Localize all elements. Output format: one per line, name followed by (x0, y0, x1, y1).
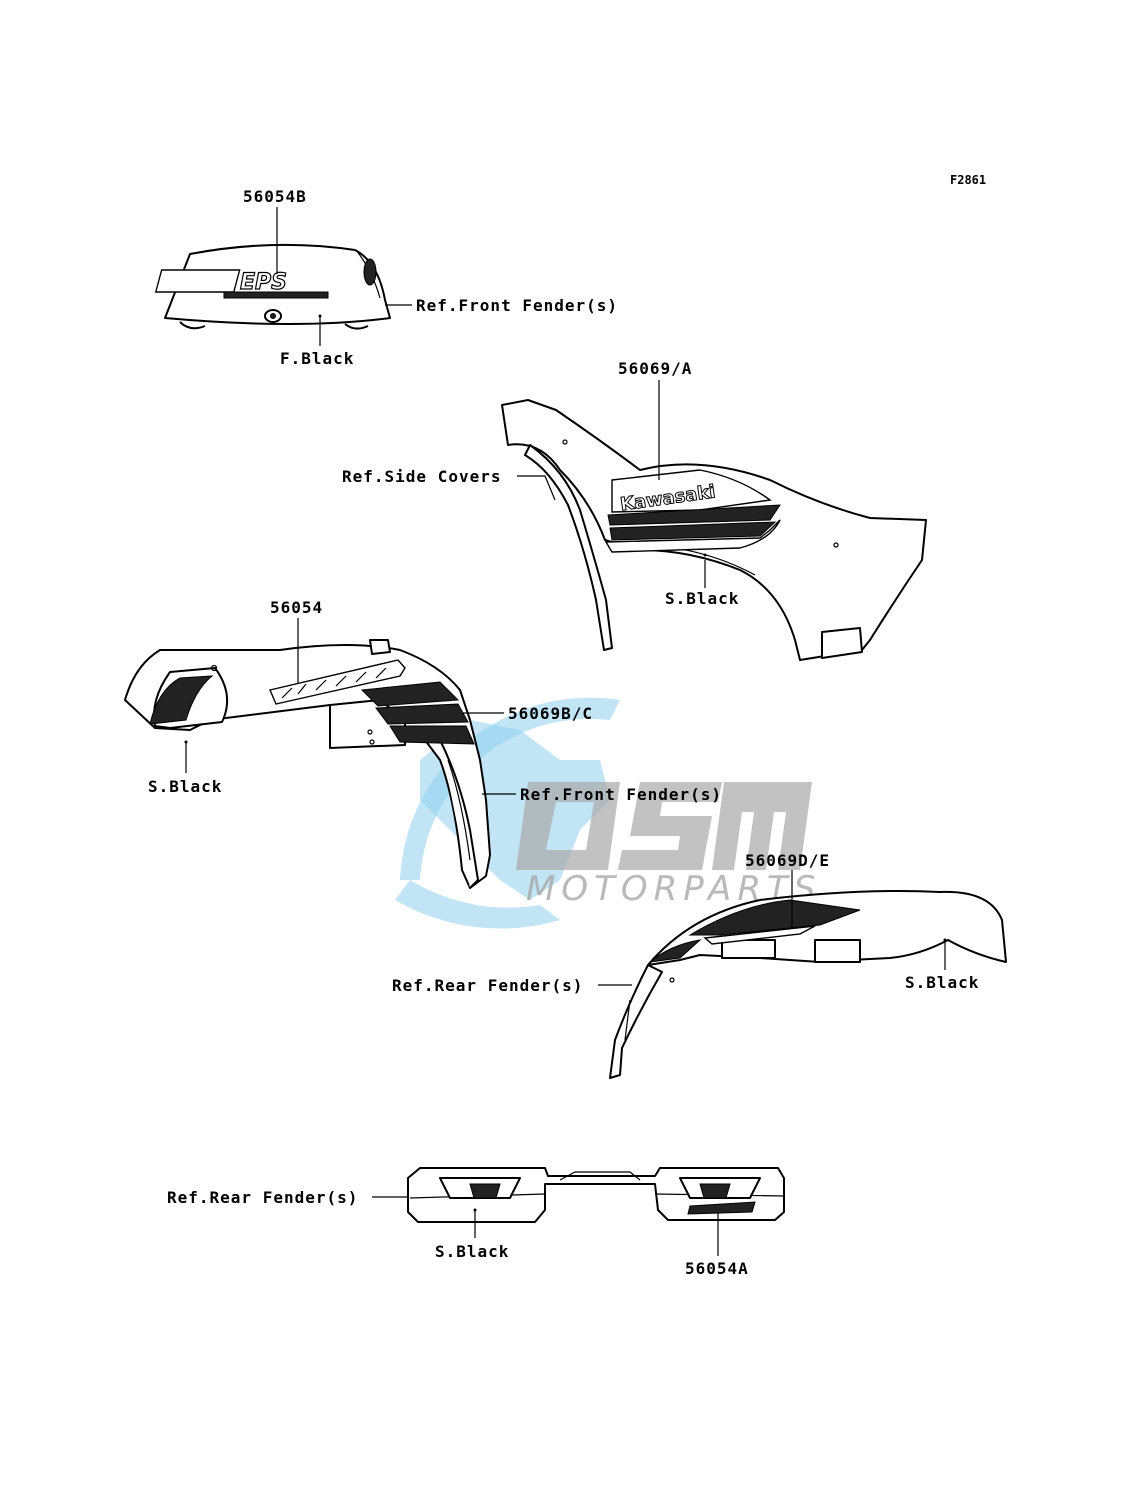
callout-ref-front-fender-2: Ref.Front Fender(s) (520, 785, 722, 804)
callout-s-black-3: S.Black (905, 973, 979, 992)
callout-56069DE: 56069D/E (745, 851, 830, 870)
callout-ref-rear-fender-2: Ref.Rear Fender(s) (167, 1188, 358, 1207)
stripe-decal-front (360, 681, 475, 745)
callout-f-black: F.Black (280, 349, 354, 368)
stripe-decal-rear (648, 899, 861, 963)
callout-56054: 56054 (270, 598, 323, 617)
side-cover: Kawasaki (501, 399, 927, 661)
kvf750-small-decal (687, 1201, 756, 1215)
callout-56054A: 56054A (685, 1259, 749, 1278)
kawasaki-decal: Kawasaki (604, 469, 781, 553)
figure-code: F2861 (950, 173, 986, 187)
callout-56069A: 56069/A (618, 359, 692, 378)
callout-s-black-1: S.Black (665, 589, 739, 608)
osm-logo-letters (516, 782, 812, 870)
eps-logo-text: EPS (240, 270, 287, 295)
rear-fender-bar (407, 1167, 785, 1223)
front-fender-cap: EPS (154, 243, 391, 330)
callout-s-black-2: S.Black (148, 777, 222, 796)
callout-56069BC: 56069B/C (508, 704, 593, 723)
rear-fender-side (609, 890, 1007, 1079)
kvf750-decal (269, 659, 406, 705)
callout-ref-side-covers: Ref.Side Covers (342, 467, 502, 486)
callout-ref-rear-fender-1: Ref.Rear Fender(s) (392, 976, 583, 995)
callout-ref-front-fender-1: Ref.Front Fender(s) (416, 296, 618, 315)
front-fender (124, 639, 491, 889)
callout-s-black-4: S.Black (435, 1242, 509, 1261)
callout-56054B: 56054B (243, 187, 307, 206)
eps-decal: EPS (154, 269, 329, 299)
